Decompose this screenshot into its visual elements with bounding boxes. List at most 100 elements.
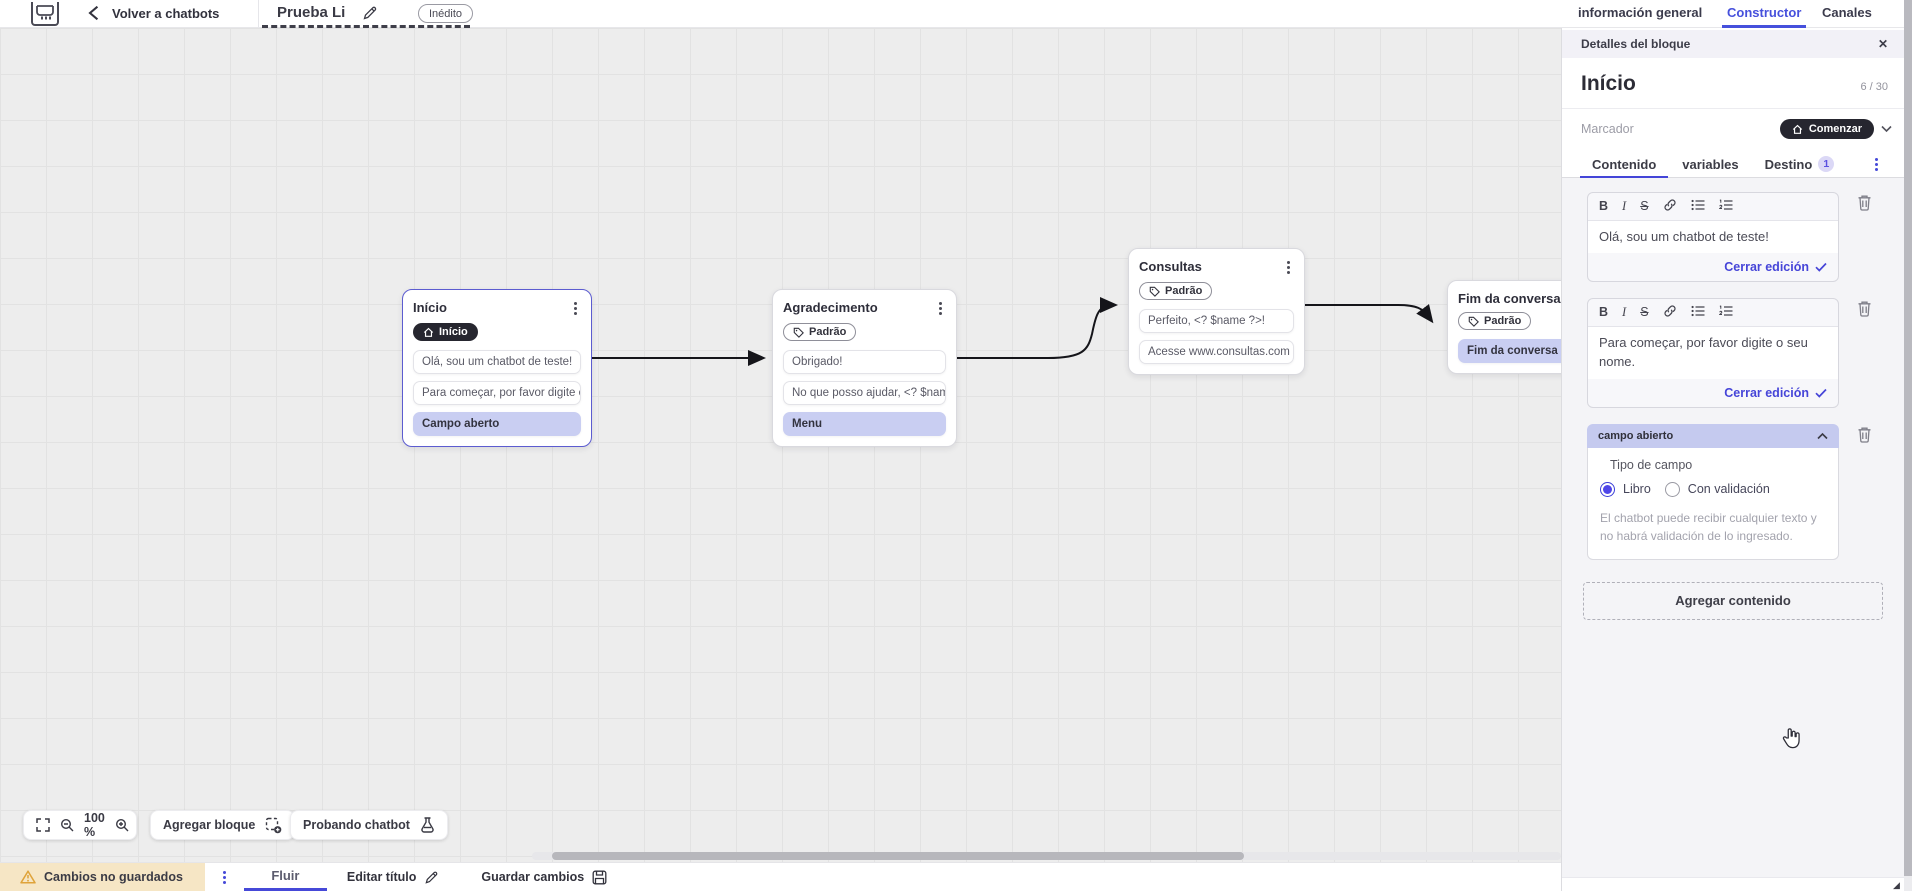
node-content-item[interactable]: Olá, sou um chatbot de teste!	[413, 349, 581, 374]
connection-edges	[592, 297, 1434, 366]
vertical-scrollbar-thumb[interactable]	[1904, 0, 1912, 876]
chevron-down-icon[interactable]	[1881, 125, 1892, 133]
block-details-panel: Detalles del bloque ✕ Início 6 / 30 Marc…	[1561, 28, 1904, 891]
title-edit-underline	[262, 25, 470, 28]
edge-agradecimento-consultas[interactable]	[957, 297, 1118, 359]
link-icon[interactable]	[1663, 198, 1677, 215]
close-edit-button[interactable]: Cerrar edición	[1588, 379, 1838, 407]
node-title: Consultas	[1139, 259, 1202, 274]
tab-informacion-general[interactable]: información general	[1578, 5, 1703, 20]
node-badge-default: Padrão	[1458, 312, 1532, 330]
tab-fluir[interactable]: Fluir	[243, 863, 327, 891]
close-icon[interactable]: ✕	[1877, 37, 1888, 51]
tag-icon	[1149, 286, 1160, 297]
radio-libro-label[interactable]: Libro	[1623, 482, 1651, 497]
tab-contenido[interactable]: Contenido	[1579, 151, 1669, 178]
home-icon	[1792, 124, 1802, 134]
node-content-item[interactable]: Para começar, por favor digite o ...	[413, 380, 581, 405]
node-menu-icon[interactable]	[1283, 259, 1294, 276]
zoom-out-icon[interactable]	[60, 818, 74, 832]
flow-canvas[interactable]: Início Início Olá, sou um chatbot de tes…	[0, 28, 1561, 862]
node-open-field-item[interactable]: Campo aberto	[413, 411, 581, 436]
message-text-input[interactable]: Para começar, por favor digite o seu nom…	[1588, 326, 1838, 379]
save-icon	[592, 870, 607, 884]
delete-content-icon[interactable]	[1857, 300, 1872, 322]
add-content-button[interactable]: Agregar contenido	[1583, 581, 1883, 620]
app-logo-icon[interactable]	[30, 2, 60, 27]
horizontal-scrollbar[interactable]	[532, 852, 1561, 860]
edge-consultas-fim[interactable]	[1305, 304, 1434, 324]
tab-constructor[interactable]: Constructor	[1727, 5, 1802, 20]
node-badge-default: Padrão	[1139, 282, 1213, 300]
marker-start-button[interactable]: Comenzar	[1779, 119, 1874, 139]
chatbot-title[interactable]: Prueba Li	[277, 4, 346, 21]
panel-content: B I S Olá, sou um chatbot de teste! Cerr…	[1562, 178, 1904, 877]
node-consultas[interactable]: Consultas Padrão Perfeito, <? $name ?>! …	[1128, 248, 1305, 375]
open-field-header[interactable]: campo abierto	[1587, 423, 1839, 448]
test-chatbot-label: Probando chatbot	[303, 818, 410, 832]
bullet-list-icon[interactable]	[1691, 199, 1705, 214]
block-title: Início	[1581, 72, 1636, 95]
radio-con-validacion[interactable]	[1664, 481, 1680, 497]
strikethrough-icon[interactable]: S	[1640, 199, 1649, 213]
numbered-list-icon[interactable]	[1717, 305, 1733, 320]
edit-title-button[interactable]: Editar título	[347, 863, 439, 891]
warning-icon	[20, 870, 36, 884]
message-text-input[interactable]: Olá, sou um chatbot de teste!	[1588, 220, 1838, 254]
node-badge-start: Início	[413, 323, 478, 341]
pencil-icon	[425, 871, 438, 884]
delete-content-icon[interactable]	[1857, 426, 1872, 448]
node-menu-icon[interactable]	[935, 300, 946, 317]
text-editor-card: B I S Olá, sou um chatbot de teste! Cerr…	[1587, 192, 1839, 283]
node-content-item[interactable]: Acesse www.consultas.com par...	[1139, 339, 1294, 364]
bold-icon[interactable]: B	[1599, 305, 1609, 320]
top-header: Volver a chatbots Prueba Li Inédito info…	[0, 0, 1912, 28]
panel-options-menu-icon[interactable]	[1871, 156, 1882, 173]
delete-content-icon[interactable]	[1857, 194, 1872, 216]
radio-libro[interactable]	[1600, 481, 1615, 497]
italic-icon[interactable]: I	[1622, 305, 1627, 320]
flow-options-menu-icon[interactable]	[205, 863, 244, 891]
node-content-item[interactable]: Obrigado!	[783, 349, 946, 374]
node-menu-icon[interactable]	[570, 300, 581, 317]
link-icon[interactable]	[1663, 304, 1677, 321]
check-icon	[1815, 388, 1827, 398]
node-content-item[interactable]: No que posso ajudar, <? $name ...	[783, 380, 946, 405]
text-editor-card: B I S Para começar, por favor digite o s…	[1587, 298, 1839, 408]
editor-toolbar: B I S	[1588, 193, 1838, 221]
test-chatbot-button[interactable]: Probando chatbot	[290, 810, 448, 840]
vertical-scrollbar[interactable]	[1904, 0, 1912, 891]
panel-footer-strip	[1562, 877, 1904, 891]
back-to-chatbots-link[interactable]: Volver a chatbots	[112, 6, 220, 21]
bullet-list-icon[interactable]	[1691, 305, 1705, 320]
numbered-list-icon[interactable]	[1717, 199, 1733, 214]
node-end-item[interactable]: Fim da conversa	[1458, 338, 1561, 363]
destino-count-badge: 1	[1818, 156, 1835, 172]
close-edit-button[interactable]: Cerrar edición	[1588, 253, 1838, 281]
node-fim-da-conversa[interactable]: Fim da conversa Padrão Fim da conversa	[1447, 280, 1561, 374]
save-changes-button[interactable]: Guardar cambios	[481, 863, 607, 891]
add-block-button[interactable]: Agregar bloque	[150, 810, 296, 840]
node-agradecimento[interactable]: Agradecimento Padrão Obrigado! No que po…	[772, 289, 957, 447]
tab-canales[interactable]: Canales	[1822, 5, 1872, 20]
fullscreen-icon[interactable]	[36, 818, 50, 832]
active-tab-underline	[1722, 25, 1806, 28]
zoom-in-icon[interactable]	[115, 818, 129, 832]
edit-title-icon[interactable]	[362, 5, 378, 21]
back-icon[interactable]	[86, 5, 102, 21]
horizontal-scrollbar-thumb[interactable]	[552, 852, 1244, 860]
node-inicio[interactable]: Início Início Olá, sou um chatbot de tes…	[402, 289, 592, 447]
panel-header: Detalles del bloque ✕	[1562, 30, 1904, 58]
radio-con-validacion-label[interactable]: Con validación	[1687, 482, 1770, 497]
italic-icon[interactable]: I	[1622, 199, 1627, 213]
bold-icon[interactable]: B	[1599, 199, 1609, 213]
field-type-label: Tipo de campo	[1610, 457, 1693, 472]
add-block-icon	[266, 817, 282, 833]
tab-variables[interactable]: variables	[1682, 156, 1739, 172]
node-menu-item[interactable]: Menu	[783, 411, 946, 436]
tag-icon	[793, 327, 804, 338]
strikethrough-icon[interactable]: S	[1640, 305, 1649, 320]
node-content-item[interactable]: Perfeito, <? $name ?>!	[1139, 308, 1294, 333]
